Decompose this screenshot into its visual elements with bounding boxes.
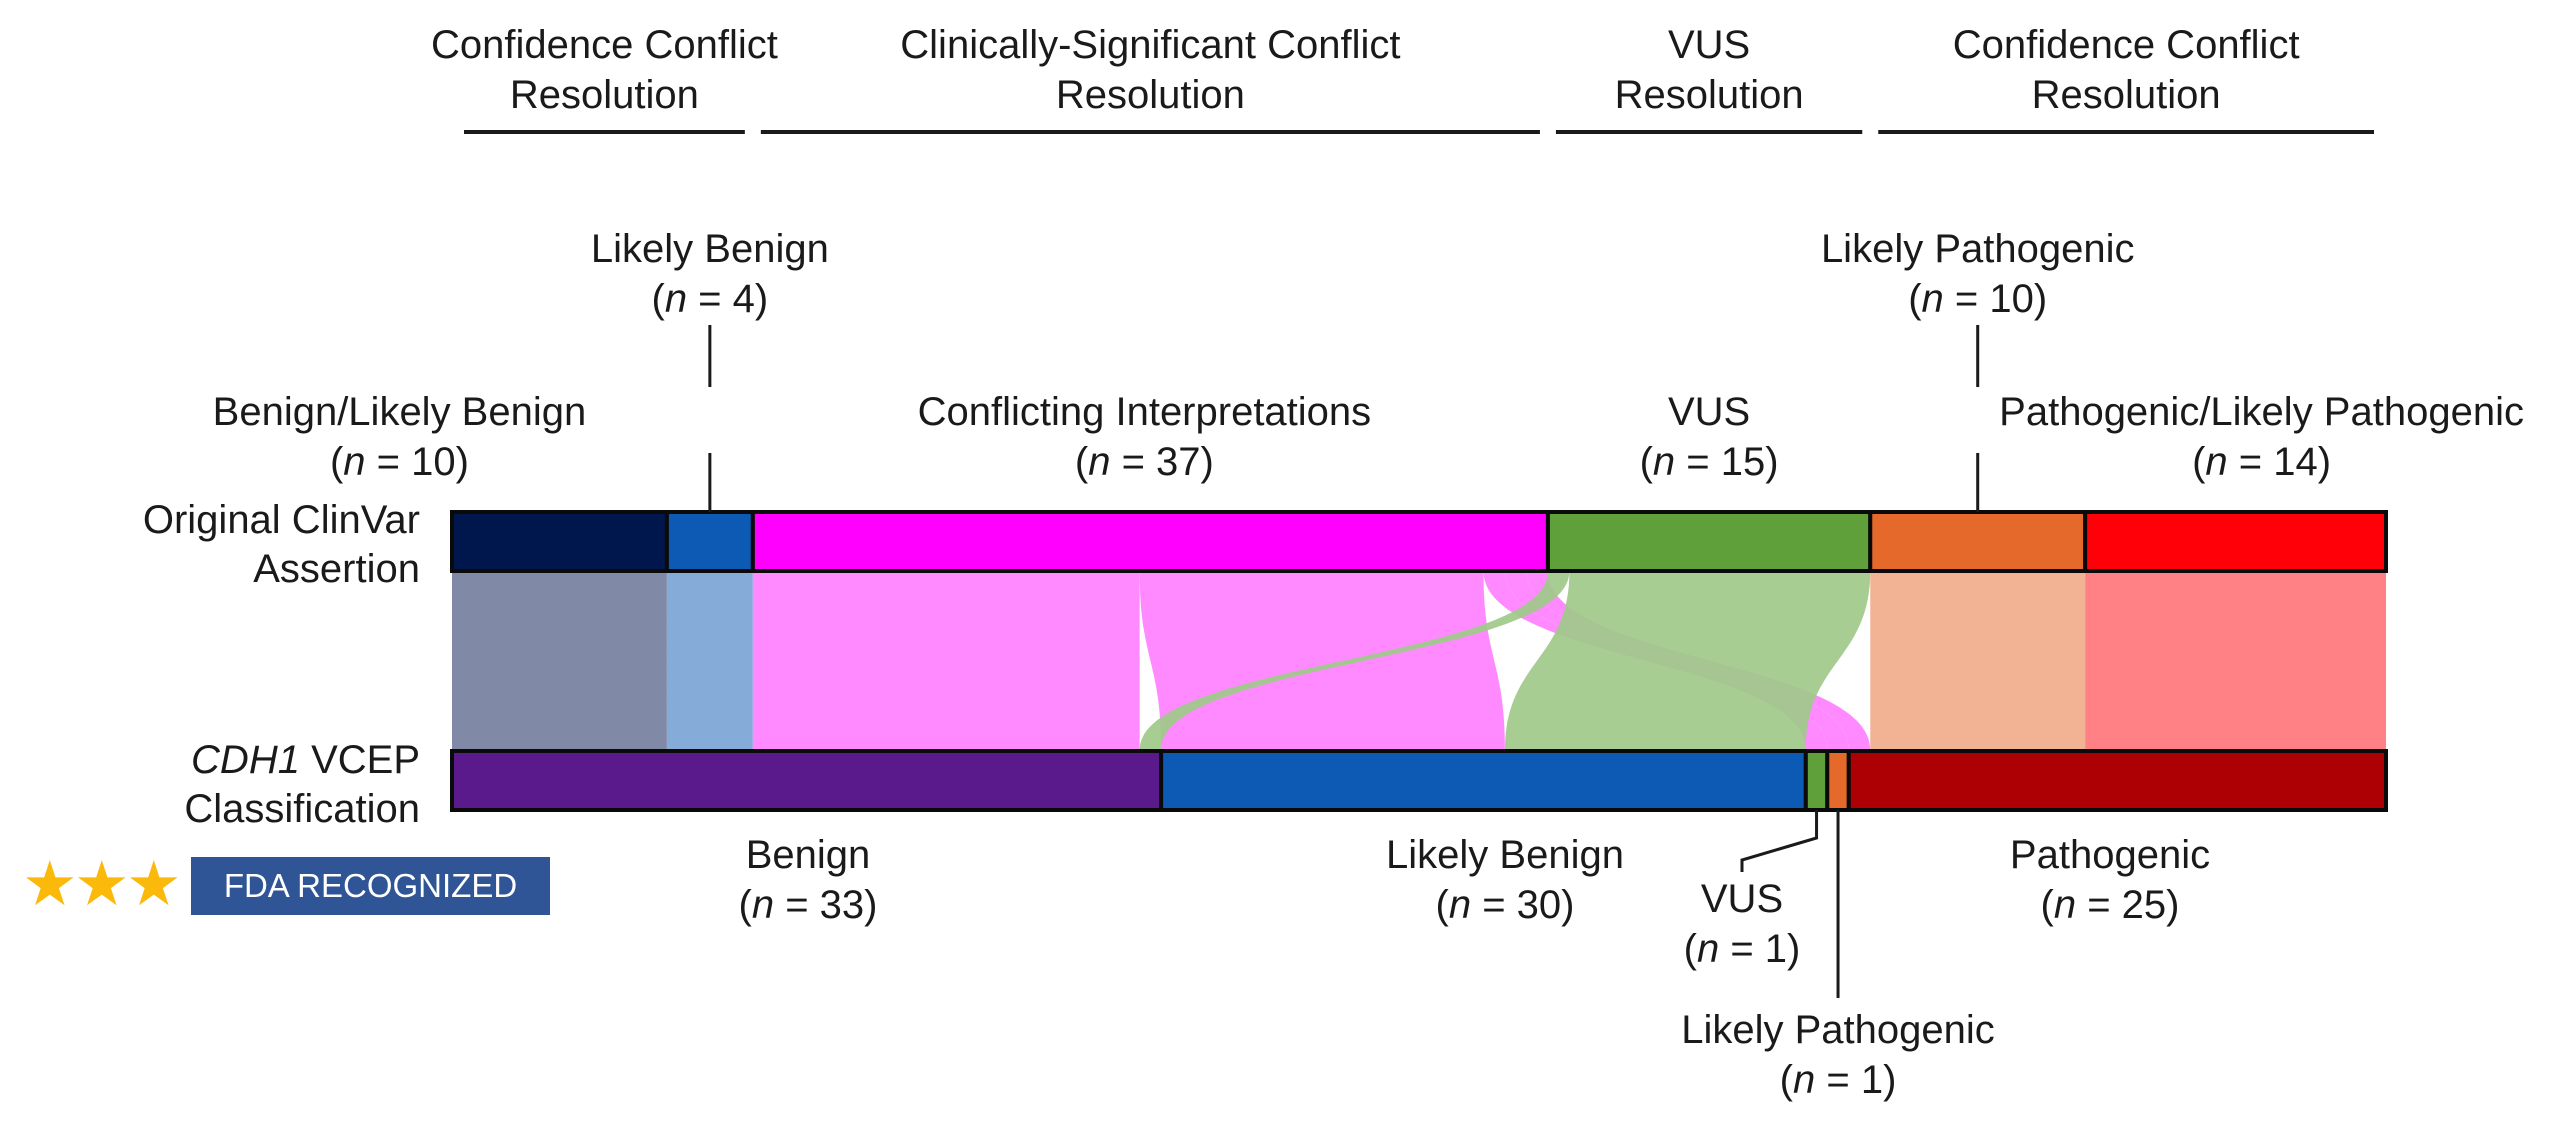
node-labels: Benign/Likely Benign (n = 10) Likely Benig…	[213, 227, 2524, 1102]
bottom-count-vus: (n = 1)	[1684, 927, 1801, 971]
top-label-b-lb: Benign/Likely Benign	[213, 390, 587, 434]
flow-b-lb-to-b	[452, 571, 667, 750]
section-title-line2: Resolution	[1615, 73, 1804, 117]
leader-line	[1740, 810, 1819, 872]
top-label-p-lp: Pathogenic/Likely Pathogenic	[1999, 390, 2524, 434]
flow-conf-to-b	[752, 571, 1140, 750]
flow-conf-to-lb	[1139, 571, 1505, 750]
top-count-b-lb: (n = 10)	[330, 440, 469, 484]
bottom-segment-p	[1846, 749, 2389, 812]
flow-ribbons	[452, 571, 2386, 750]
bottom-segment-vus	[1803, 749, 1830, 812]
row-label-bottom-line2: Classification	[184, 787, 420, 831]
bottom-segment-b	[450, 749, 1164, 812]
top-count-lp-top: (n = 10)	[1908, 277, 2047, 321]
top-bar-original-clinvar	[450, 510, 2388, 573]
bottom-segment-lb	[1159, 749, 1808, 812]
top-segment-p-lp	[2083, 510, 2388, 573]
top-label-conf: Conflicting Interpretations	[918, 390, 1372, 434]
bottom-count-lb: (n = 30)	[1436, 883, 1575, 927]
section-title-line1: Clinically-Significant Conflict	[900, 23, 1400, 67]
top-label-vus-top: VUS	[1668, 390, 1750, 434]
top-count-vus-top: (n = 15)	[1640, 440, 1779, 484]
top-label-lp-top: Likely Pathogenic	[1821, 227, 2135, 271]
flow-vus-top-to-b	[1139, 571, 1570, 750]
row-label-top-line1: Original ClinVar	[143, 498, 420, 542]
section-title-line1: Confidence Conflict	[1953, 23, 2300, 67]
top-label-lb-top: Likely Benign	[591, 227, 829, 271]
section-title-line2: Resolution	[2032, 73, 2221, 117]
top-segment-lb-top	[664, 510, 755, 573]
bottom-label-p: Pathogenic	[2010, 833, 2210, 877]
row-label-bottom-suffix: VCEP	[300, 738, 420, 782]
star-icon: ★	[74, 850, 130, 919]
top-segment-conf	[750, 510, 1550, 573]
star-icon: ★	[126, 850, 182, 919]
flow-vus-top-to-lb	[1504, 571, 1871, 750]
star-icon: ★	[22, 850, 78, 919]
bottom-count-p: (n = 25)	[2041, 883, 2180, 927]
section-title-line2: Resolution	[510, 73, 699, 117]
flow-lb-top-to-b	[666, 571, 753, 750]
bottom-segment-lp	[1825, 749, 1851, 812]
star-rating: ★ ★ ★	[22, 850, 182, 920]
flow-p-lp-to-p	[2085, 571, 2386, 750]
bottom-label-vus: VUS	[1701, 877, 1783, 921]
row-labels: Original ClinVar Assertion CDH1 VCEP Cla…	[143, 498, 420, 831]
top-segment-vus-top	[1545, 510, 1873, 573]
top-segment-b-lb	[450, 510, 669, 573]
bottom-label-lp: Likely Pathogenic	[1681, 1008, 1995, 1052]
top-count-lb-top: (n = 4)	[651, 277, 768, 321]
top-count-p-lp: (n = 14)	[2192, 440, 2331, 484]
top-count-conf: (n = 37)	[1075, 440, 1214, 484]
bottom-label-b: Benign	[746, 833, 871, 877]
section-title-line2: Resolution	[1056, 73, 1245, 117]
bottom-count-b: (n = 33)	[739, 883, 878, 927]
row-label-top-line2: Assertion	[253, 547, 420, 591]
bottom-bar-vcep-classification	[450, 749, 2389, 812]
top-segment-lp-top	[1868, 510, 2088, 573]
gene-name: CDH1	[191, 738, 300, 782]
bottom-label-lb: Likely Benign	[1386, 833, 1624, 877]
row-label-bottom-line1: CDH1 VCEP	[191, 738, 420, 782]
section-title-line1: VUS	[1668, 23, 1750, 67]
section-title-line1: Confidence Conflict	[431, 23, 778, 67]
fda-recognized-badge: FDA RECOGNIZED	[191, 857, 550, 915]
bottom-count-lp: (n = 1)	[1780, 1058, 1897, 1102]
flow-lp-top-to-p	[1870, 571, 2086, 750]
